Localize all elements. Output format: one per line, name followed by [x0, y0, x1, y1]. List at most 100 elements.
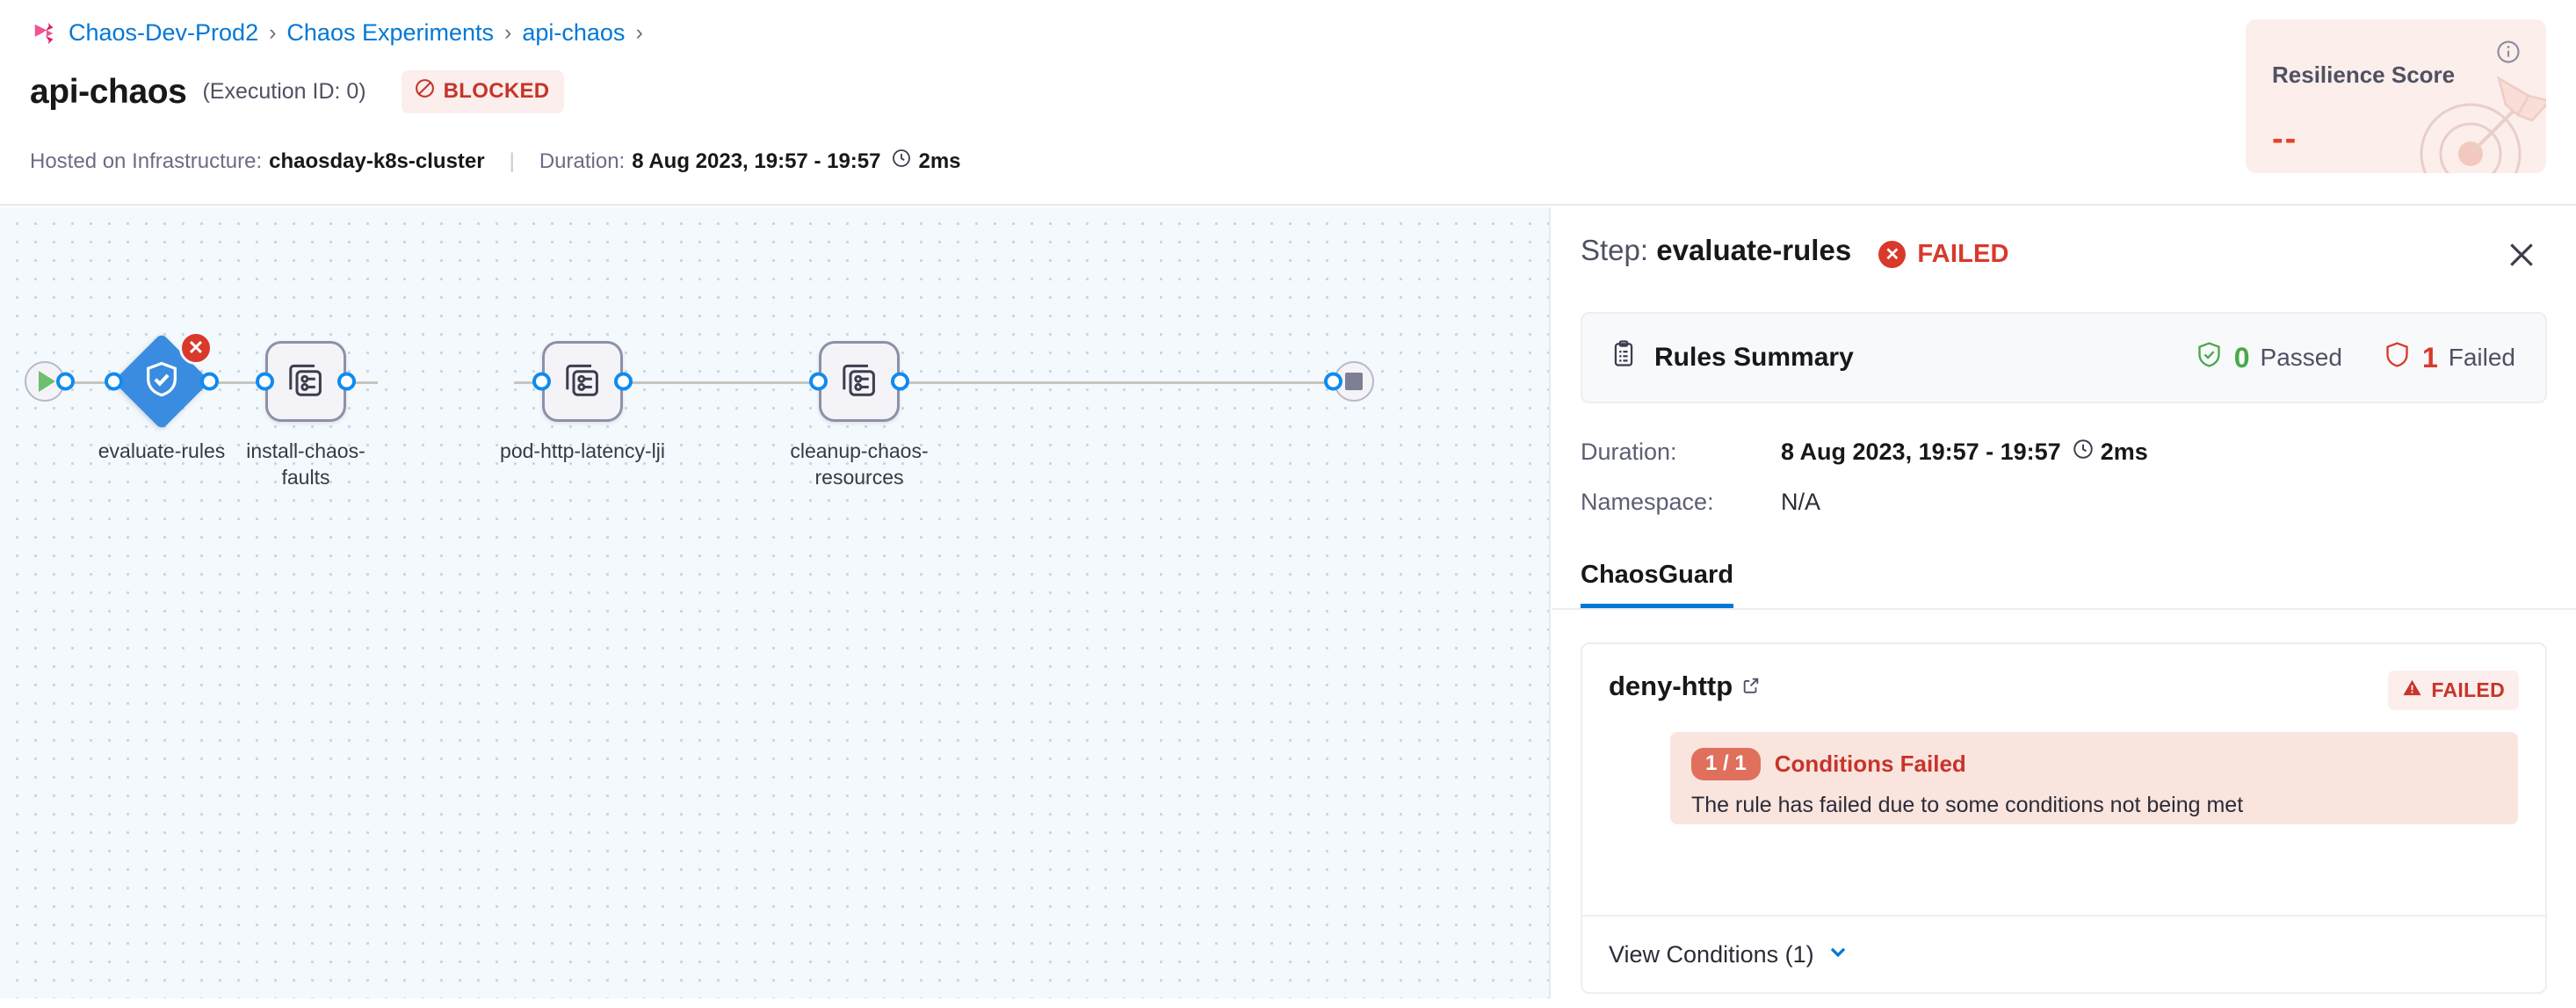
detail-row-duration: Duration: 8 Aug 2023, 19:57 - 19:57 2ms — [1581, 438, 2148, 467]
rule-status-badge: FAILED — [2388, 671, 2519, 710]
clipboard-icon — [1609, 339, 1639, 376]
node-input-port[interactable] — [1324, 372, 1342, 391]
rules-passed-stat: 0 Passed — [2195, 340, 2342, 375]
play-icon — [39, 371, 55, 392]
panel-tabs: ChaosGuard — [1552, 550, 2576, 610]
graph-edge — [514, 381, 786, 384]
step-status-label: FAILED — [1917, 240, 2009, 269]
step-node-box — [819, 341, 900, 422]
graph-node-label: evaluate-rules — [98, 439, 226, 462]
infra-label: Hosted on Infrastructure: — [30, 149, 263, 173]
blocked-icon — [414, 77, 436, 105]
shield-check-icon — [2195, 340, 2224, 375]
rule-name-link[interactable]: deny-http — [1609, 671, 1761, 702]
step-details-panel: Step: evaluate-rules ✕ FAILED — [1552, 207, 2576, 1008]
harness-logo-icon — [32, 20, 58, 47]
page-header: Chaos-Dev-Prod2 › Chaos Experiments › ap… — [0, 0, 2576, 206]
close-icon[interactable] — [2504, 237, 2539, 272]
chaos-fault-icon — [285, 359, 327, 405]
detail-key: Namespace: — [1581, 489, 1714, 515]
graph-node-install-chaos-faults[interactable]: install-chaos-faults — [246, 341, 365, 489]
graph-edge — [1063, 381, 1335, 384]
node-input-port[interactable] — [256, 372, 274, 391]
status-badge-label: BLOCKED — [443, 79, 550, 103]
detail-value: N/A — [1781, 489, 1821, 515]
breadcrumb-separator: › — [504, 20, 512, 45]
rules-passed-label: Passed — [2260, 344, 2342, 371]
step-node-box — [542, 341, 623, 422]
breadcrumb-separator-trailing: › — [635, 20, 643, 45]
external-link-icon[interactable] — [1741, 671, 1761, 702]
duration-value: 8 Aug 2023, 19:57 - 19:57 — [632, 149, 881, 173]
rules-summary-title: Rules Summary — [1654, 343, 1854, 372]
graph-node-cleanup-chaos-resources[interactable]: cleanup-chaos-resources — [790, 341, 929, 489]
breadcrumb-item-2[interactable]: api-chaos — [522, 19, 626, 46]
rules-summary-card: Rules Summary 0 Passed — [1581, 312, 2547, 403]
step-prefix: Step: — [1581, 233, 1649, 266]
node-input-port[interactable] — [809, 372, 828, 391]
breadcrumb-item-0[interactable]: Chaos-Dev-Prod2 — [69, 19, 259, 46]
step-status-badge: ✕ FAILED — [1878, 240, 2008, 269]
detail-duration-elapsed: 2ms — [2100, 439, 2148, 465]
clock-icon — [2072, 438, 2095, 467]
step-name: evaluate-rules — [1656, 233, 1852, 266]
conditions-failed-count: 1 / 1 — [1691, 748, 1761, 780]
rule-card-header: deny-http — [1582, 644, 2545, 736]
graph-node-label: cleanup-chaos-resources — [790, 439, 929, 489]
node-output-port[interactable] — [56, 372, 75, 391]
page-title: api-chaos — [30, 72, 187, 111]
node-output-port[interactable] — [614, 372, 633, 391]
graph-node-pod-http-latency-lji[interactable]: pod-http-latency-lji — [500, 341, 665, 462]
rule-card-footer: View Conditions (1) — [1582, 915, 2545, 992]
view-conditions-toggle[interactable]: View Conditions (1) — [1609, 940, 1849, 969]
chaos-fault-icon — [561, 359, 604, 405]
graph-start-node[interactable] — [25, 361, 75, 402]
infra-value: chaosday-k8s-cluster — [269, 149, 485, 173]
graph-node-label: install-chaos-faults — [246, 439, 365, 489]
graph-node-label: pod-http-latency-lji — [500, 439, 665, 462]
rules-failed-label: Failed — [2448, 344, 2515, 371]
chaosguard-rule-card: deny-http — [1581, 642, 2547, 994]
stop-icon — [1345, 373, 1363, 390]
conditions-failed-label: Conditions Failed — [1774, 751, 1966, 777]
chevron-down-icon[interactable] — [1827, 940, 1849, 969]
node-output-port[interactable] — [337, 372, 356, 391]
resilience-score-card: Resilience Score -- — [2246, 19, 2546, 173]
info-icon[interactable] — [2495, 39, 2522, 69]
step-title: Step: evaluate-rules ✕ FAILED — [1581, 234, 2009, 270]
error-x-icon: ✕ — [179, 331, 213, 365]
graph-end-node[interactable] — [1324, 361, 1374, 402]
rules-summary-stats: 0 Passed 1 Failed — [2195, 340, 2515, 375]
node-input-port[interactable] — [532, 372, 551, 391]
resilience-score-title: Resilience Score — [2272, 62, 2456, 88]
conditions-failed-header: 1 / 1 Conditions Failed — [1691, 748, 2497, 780]
breadcrumb-item-1[interactable]: Chaos Experiments — [286, 19, 495, 46]
clock-icon — [891, 148, 912, 175]
node-output-port[interactable] — [891, 372, 909, 391]
duration-elapsed: 2ms — [918, 149, 961, 173]
node-input-port[interactable] — [105, 372, 123, 391]
view-conditions-label: View Conditions (1) — [1609, 940, 1814, 968]
rule-name-text: deny-http — [1609, 671, 1733, 701]
conditions-failed-box: 1 / 1 Conditions Failed The rule has fai… — [1670, 732, 2518, 824]
step-details-header: Step: evaluate-rules ✕ FAILED — [1552, 207, 2576, 295]
shield-outline-icon — [2383, 340, 2412, 375]
detail-key: Duration: — [1581, 439, 1677, 465]
meta-divider: | — [509, 149, 515, 173]
pipeline-graph-canvas[interactable]: ✕ evaluate-rules install-chaos- — [0, 207, 1551, 998]
detail-value: 8 Aug 2023, 19:57 - 19:57 — [1781, 439, 2061, 465]
target-arrow-icon — [2395, 66, 2546, 173]
shield-check-icon — [141, 359, 182, 404]
rules-passed-count: 0 — [2233, 341, 2250, 373]
graph-node-evaluate-rules[interactable]: ✕ evaluate-rules — [98, 331, 225, 462]
node-output-port[interactable] — [200, 372, 219, 391]
status-badge: BLOCKED — [401, 70, 565, 113]
detail-row-namespace: Namespace: N/A — [1581, 489, 1820, 516]
step-node-box — [265, 341, 346, 422]
tab-chaosguard[interactable]: ChaosGuard — [1581, 561, 1734, 608]
rules-failed-count: 1 — [2421, 341, 2438, 373]
warning-triangle-icon — [2402, 678, 2422, 703]
resilience-score-value: -- — [2272, 120, 2298, 157]
breadcrumb: Chaos-Dev-Prod2 › Chaos Experiments › ap… — [32, 19, 643, 47]
duration-label: Duration: — [539, 149, 626, 173]
